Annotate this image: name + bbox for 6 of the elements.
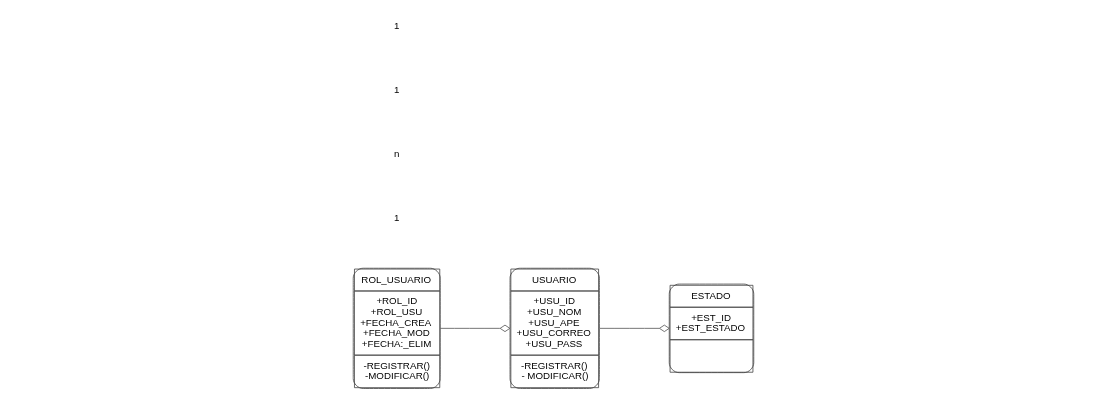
label: 1 <box>394 83 400 95</box>
label: 1 <box>394 212 400 224</box>
label: n <box>394 148 400 160</box>
connector <box>599 324 670 332</box>
connector <box>439 324 511 332</box>
label: 1 <box>394 19 400 31</box>
